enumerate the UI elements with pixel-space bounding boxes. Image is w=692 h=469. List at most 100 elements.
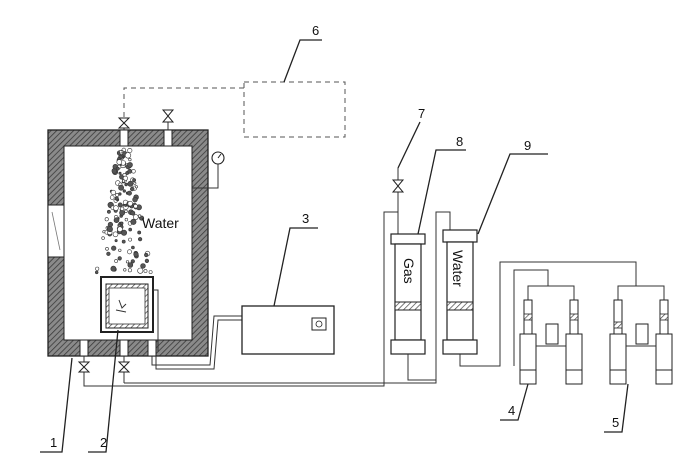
gas-column-label: Gas [401, 258, 417, 284]
bubble [124, 209, 128, 214]
tank-water-label: Water [142, 215, 179, 231]
bubble [110, 189, 116, 196]
bubble [122, 175, 128, 181]
bubble [133, 181, 137, 185]
bubble [132, 196, 138, 203]
leader-line-5 [604, 383, 629, 433]
bubble [111, 245, 117, 251]
bubble [128, 237, 133, 242]
bubble [128, 227, 132, 232]
label-9: 9 [524, 138, 531, 153]
bubble [117, 256, 122, 261]
bubble [117, 226, 123, 232]
bubble [127, 262, 134, 268]
bubble [114, 196, 119, 201]
bubble [127, 249, 132, 255]
gas-bubbles [94, 147, 153, 275]
bubble [109, 195, 115, 200]
bubble [106, 251, 111, 256]
pipe-to-sampler-4 [513, 269, 549, 366]
bubble [133, 251, 139, 257]
bubble [130, 186, 135, 192]
sampler-assembly-5 [609, 285, 673, 385]
label-4: 4 [508, 403, 515, 418]
leader-line-1 [40, 357, 73, 453]
bubble [124, 152, 132, 159]
top-valve-right-icon [161, 109, 175, 130]
leader-line-9 [477, 153, 548, 235]
label-8: 8 [456, 134, 463, 149]
bubble [116, 159, 123, 165]
bubble [127, 268, 132, 273]
bubble [115, 166, 120, 171]
bubble [104, 217, 109, 222]
bubble [114, 259, 119, 263]
label-3: 3 [302, 211, 309, 226]
bubble [127, 180, 134, 187]
bubble [115, 193, 120, 197]
bubble [95, 266, 100, 271]
pipe-to-pump-b [155, 319, 242, 370]
bubble [113, 217, 120, 223]
bubble [119, 209, 125, 216]
leader-line-4 [500, 383, 529, 421]
bubble [130, 259, 135, 264]
pump-unit [241, 305, 335, 355]
leader-line-6 [283, 39, 322, 83]
bubble [148, 270, 153, 275]
bubble [137, 267, 144, 274]
bubble [124, 182, 128, 187]
leader-line-8 [417, 149, 466, 235]
bubble [144, 258, 149, 264]
bubble [121, 239, 126, 244]
bubble [113, 205, 119, 211]
bubble [123, 268, 127, 272]
leader-line-7 [397, 121, 421, 169]
bubble [118, 248, 122, 252]
sample-holder [100, 276, 159, 352]
sampler-assembly-4 [519, 285, 583, 385]
bubble [131, 245, 135, 250]
bubble [127, 200, 133, 207]
bottom-valve-right-icon [117, 356, 131, 383]
leader-line-3 [273, 227, 318, 307]
leader-line-2 [88, 329, 119, 453]
bubble [127, 148, 133, 154]
bubble [134, 185, 138, 189]
bubble [127, 162, 133, 168]
bubble [127, 168, 133, 174]
bubble [114, 239, 118, 243]
water-column [442, 229, 637, 367]
pipe-to-pump-a [151, 315, 242, 366]
bubble [144, 252, 149, 258]
bubble [121, 179, 126, 183]
bubble [133, 214, 139, 220]
label-6: 6 [312, 23, 319, 38]
control-unit-dashed-box [243, 81, 346, 138]
bubble [101, 236, 105, 240]
bubble [117, 202, 123, 208]
bubble [110, 265, 117, 272]
bubble [118, 171, 122, 175]
bubble [138, 237, 143, 242]
bubble [127, 190, 132, 196]
bubble [120, 221, 124, 225]
water-column-label: Water [450, 250, 466, 287]
bubble [102, 230, 106, 234]
pipe-bottom-main [83, 211, 399, 387]
bubble [119, 150, 123, 154]
bubble [122, 189, 126, 193]
bubble [107, 221, 113, 228]
bubble [112, 231, 119, 238]
bubble [132, 178, 137, 183]
column-inlet-valve-icon [391, 168, 405, 212]
label-7: 7 [418, 106, 425, 121]
bubble [124, 203, 128, 207]
control-dashed-line [123, 87, 244, 118]
bubble [128, 158, 132, 162]
bubble [106, 226, 113, 233]
gas-column [390, 233, 436, 381]
bubble [138, 214, 142, 218]
bubble [94, 270, 99, 275]
